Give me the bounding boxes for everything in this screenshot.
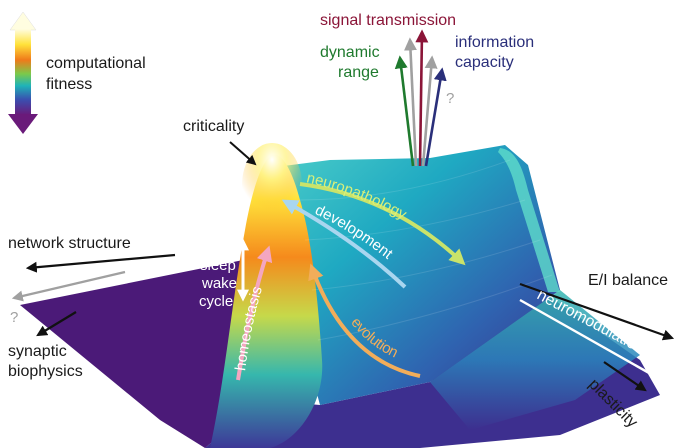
signal-transmission-arrow (415, 29, 429, 167)
dynamic-range-arrow (394, 55, 415, 167)
sleep-label: sleep (200, 257, 236, 274)
evolution-arrow (308, 263, 421, 378)
information-capacity-arrow (424, 67, 447, 167)
ei-balance-label: E/I balance (588, 272, 668, 289)
homeostasis-arrow (236, 245, 273, 381)
left-question-mark: ? (10, 309, 18, 326)
gray-arrow-right (421, 55, 438, 167)
legend-up-arrowhead (9, 11, 37, 31)
synaptic-biophysics-arrow (36, 311, 77, 337)
information-capacity-label-line1: information (455, 34, 534, 51)
surface-right-ridge (498, 148, 560, 292)
ei-balance-arrow (519, 282, 675, 341)
surface-plateau-front (430, 290, 640, 430)
gray-arrow-left (404, 37, 418, 167)
legend-down-arrowhead (8, 114, 38, 134)
neuromodulation-arrow (519, 298, 675, 388)
dynamic-range-label-line1: dynamic (320, 44, 380, 61)
network-structure-label: network structure (8, 235, 131, 252)
surface-plateau (268, 145, 560, 405)
signal-transmission-label: signal transmission (320, 12, 456, 29)
criticality-arrow (229, 141, 257, 166)
legend-label-line1: computational (46, 55, 146, 72)
synaptic-biophysics-label-line1: synaptic (8, 343, 67, 360)
criticality-annotation: criticality (183, 118, 257, 166)
network-structure-arrow (25, 253, 176, 273)
neuropathology-arrow (299, 182, 466, 266)
synaptic-biophysics-label-line2: biophysics (8, 363, 83, 380)
legend-label-line2: fitness (46, 76, 92, 93)
plasticity-arrow (603, 361, 647, 392)
fitness-color-legend: computational fitness (8, 11, 146, 134)
top-output-arrows: signal transmission dynamic range inform… (320, 12, 534, 167)
landscape-surface (20, 143, 660, 448)
dynamic-range-label-line2: range (338, 64, 379, 81)
cycle-label: cycle (199, 293, 233, 310)
criticality-label: criticality (183, 118, 244, 135)
wake-label: wake (201, 275, 237, 292)
legend-gradient-bar (15, 29, 31, 115)
top-question-mark: ? (446, 90, 454, 107)
surface-peak-glow (242, 143, 302, 227)
information-capacity-label-line2: capacity (455, 54, 514, 71)
gray-left-arrow (11, 270, 126, 302)
left-parameter-arrows: network structure ? synaptic biophysics (8, 235, 176, 380)
development-arrow (281, 199, 407, 289)
surface-mesh-lines (299, 159, 553, 341)
